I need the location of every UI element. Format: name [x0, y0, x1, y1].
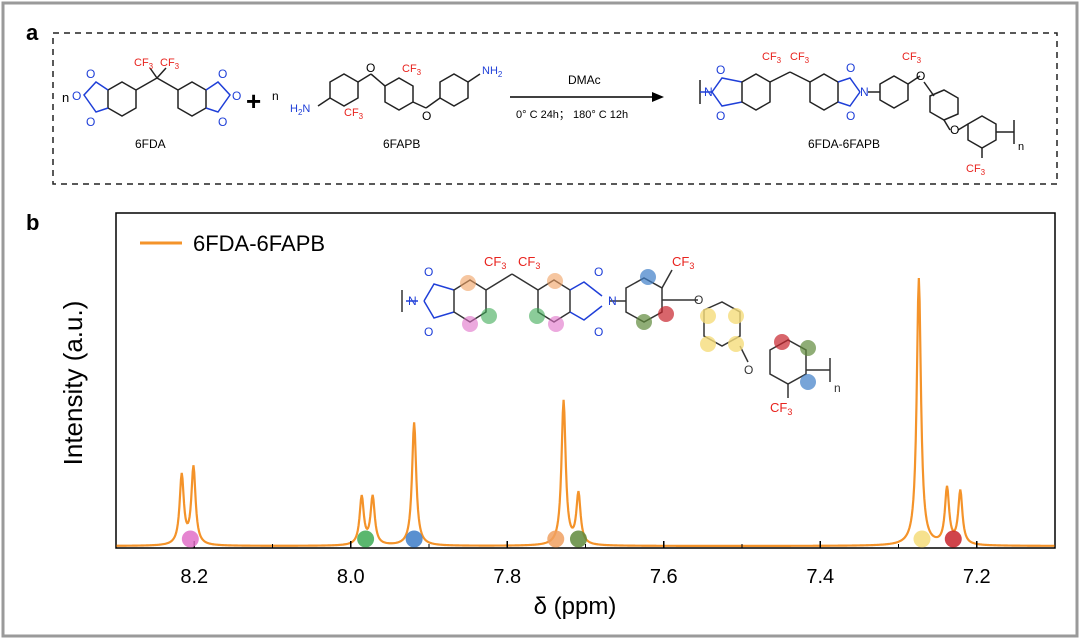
6fapb-amine-right: NH2: [482, 65, 503, 79]
6fapb-ether-o2: O: [422, 109, 431, 123]
reaction-solvent: DMAc: [568, 73, 601, 87]
peak-marker-olive: [569, 530, 587, 548]
marker-inset-olive-1: [636, 314, 652, 330]
marker-inset-red-2: [774, 334, 790, 350]
6fapb-name: 6FAPB: [383, 137, 420, 151]
6fda-o3: O: [86, 115, 95, 129]
panel-a-label: a: [26, 20, 39, 45]
panel-b-label: b: [26, 210, 39, 235]
product-n: n: [1018, 141, 1024, 153]
product-o1: O: [716, 63, 725, 77]
marker-inset-green-2: [529, 308, 545, 324]
inset-structure: O O N O O N O O CF3 CF3 CF3 CF3 n: [401, 254, 841, 417]
6fda-o1: O: [86, 67, 95, 81]
reaction-arrowhead: [652, 92, 664, 102]
product-ether-o2: O: [950, 123, 959, 137]
x-tick-label: 7.6: [650, 566, 678, 588]
inset-ether-o2: O: [744, 363, 753, 377]
x-tick-label: 7.4: [806, 566, 834, 588]
product-n1: N: [704, 85, 713, 99]
peak-marker-blue: [405, 530, 423, 548]
marker-inset-yellow-2: [728, 308, 744, 324]
6fapb-cf3-bottom: CF3: [344, 107, 364, 121]
6fda-left-anhydride: [83, 81, 109, 113]
marker-inset-pink-2: [548, 316, 564, 332]
6fda-structure: [83, 67, 231, 117]
inset-cf3-2: CF3: [518, 254, 540, 271]
6fda-o5: O: [232, 89, 241, 103]
product-cf3-4: CF3: [966, 163, 986, 177]
inset-o1: O: [424, 265, 433, 279]
reaction-scheme-box: [52, 32, 1058, 185]
inset-n2: N: [608, 294, 617, 308]
y-axis-label: Intensity (a.u.): [58, 301, 88, 466]
6fapb-n: n: [272, 89, 279, 103]
inset-cf3-3: CF3: [672, 254, 694, 271]
product-ring-1: [741, 73, 771, 111]
6fapb-ether-o1: O: [366, 61, 375, 75]
product-cf3-1: CF3: [762, 51, 782, 65]
peak-marker-pink: [181, 530, 199, 548]
product-cf3-2: CF3: [790, 51, 810, 65]
6fapb-structure: [317, 73, 481, 111]
6fda-cf3-left: CF3: [134, 57, 154, 71]
inset-o4: O: [594, 325, 603, 339]
product-ether-o1: O: [916, 69, 925, 83]
product-o3: O: [846, 61, 855, 75]
marker-inset-pink-1: [462, 316, 478, 332]
inset-ring-4: [703, 301, 741, 347]
6fda-cf3-right: CF3: [160, 57, 180, 71]
x-tick-label: 8.2: [180, 566, 208, 588]
product-ring-3: [879, 75, 909, 109]
reaction-conditions: 0° C 24h； 180° C 12h: [516, 109, 628, 121]
inset-o2: O: [424, 325, 433, 339]
peak-marker-red: [944, 530, 962, 548]
marker-inset-blue-1: [640, 269, 656, 285]
inset-o3: O: [594, 265, 603, 279]
6fapb-amine-left: H2N: [290, 103, 310, 117]
6fda-name: 6FDA: [135, 137, 166, 151]
x-tick-label: 7.2: [963, 566, 991, 588]
marker-inset-green-1: [481, 308, 497, 324]
x-axis-label: δ (ppm): [534, 593, 617, 620]
inset-n: n: [834, 381, 841, 395]
marker-inset-olive-2: [800, 340, 816, 356]
marker-inset-yellow-4: [728, 336, 744, 352]
6fda-o2: O: [72, 89, 81, 103]
x-tick-label: 7.8: [493, 566, 521, 588]
6fda-n: n: [62, 90, 69, 105]
inset-n1: N: [408, 294, 417, 308]
inset-cf3-1: CF3: [484, 254, 506, 271]
inset-cf3-4: CF3: [770, 400, 792, 417]
peak-marker-green: [357, 530, 375, 548]
x-tick-label: 8.0: [337, 566, 365, 588]
marker-inset-red-1: [658, 306, 674, 322]
product-structure: [699, 71, 1015, 158]
marker-inset-blue-2: [800, 374, 816, 390]
nmr-chart: 8.2 8.0 7.8 7.6 7.4 7.2: [115, 277, 1056, 588]
inset-ether-o1: O: [694, 293, 703, 307]
marker-inset-yellow-1: [700, 308, 716, 324]
product-n2: N: [860, 85, 869, 99]
marker-inset-orange-2: [460, 275, 476, 291]
legend: 6FDA-6FAPB: [140, 231, 325, 256]
6fda-right-anhydride: [205, 81, 231, 113]
6fda-o6: O: [218, 115, 227, 129]
marker-inset-yellow-3: [700, 336, 716, 352]
legend-label: 6FDA-6FAPB: [193, 231, 325, 256]
product-ring-5: [967, 115, 997, 149]
marker-inset-orange-1: [547, 273, 563, 289]
6fda-o4: O: [218, 67, 227, 81]
product-o4: O: [846, 109, 855, 123]
6fapb-cf3-top: CF3: [402, 63, 422, 77]
product-o2: O: [716, 109, 725, 123]
plus-sign: +: [246, 86, 261, 116]
product-name: 6FDA-6FAPB: [808, 137, 880, 151]
peak-marker-yellow: [913, 530, 931, 548]
product-ring-4: [929, 89, 959, 121]
peak-marker-orange: [547, 530, 565, 548]
product-cf3-3: CF3: [902, 51, 922, 65]
